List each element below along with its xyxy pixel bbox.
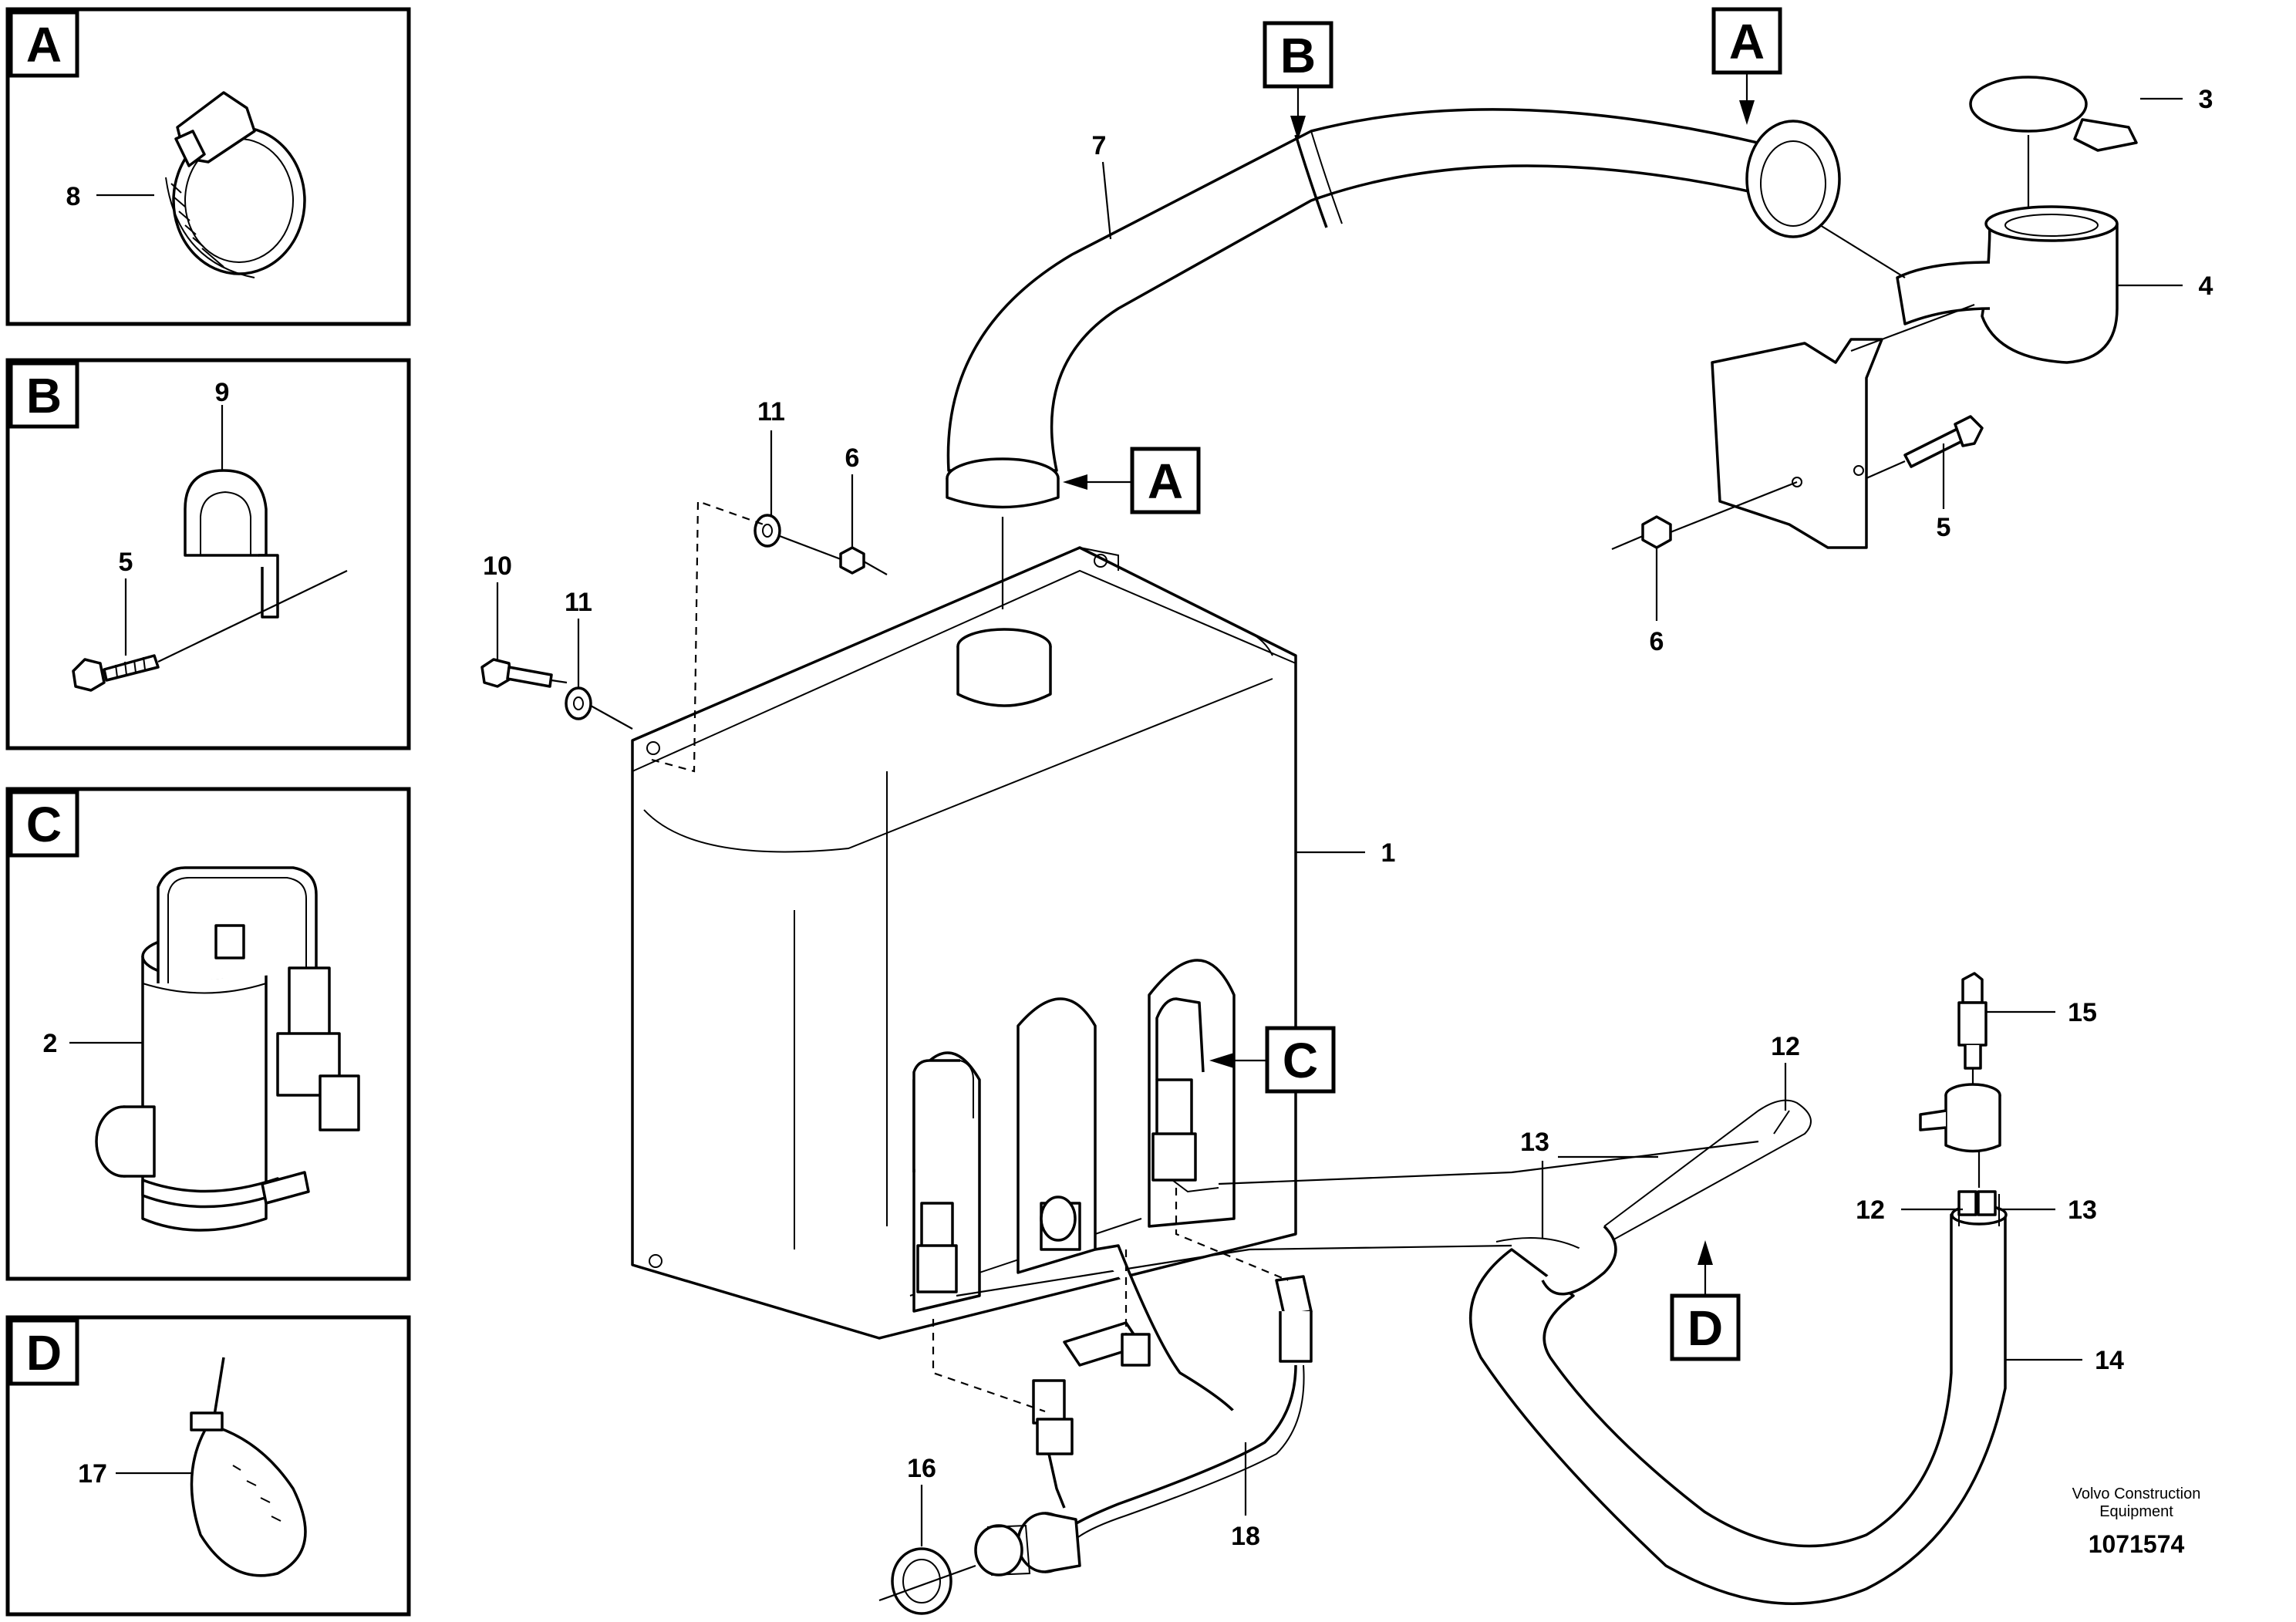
tank-screw <box>480 658 568 688</box>
t-piece <box>1919 1083 2001 1153</box>
callout-6-tank: 6 <box>845 443 860 473</box>
svg-text:B: B <box>1280 28 1316 83</box>
callout-8: 8 <box>66 182 81 211</box>
svg-text:D: D <box>1687 1300 1723 1356</box>
inset-a-letter: A <box>26 17 62 73</box>
tank-washer-left <box>565 686 633 730</box>
tank-pump-left <box>912 1059 1081 1293</box>
credit-line-1: Volvo Construction <box>2072 1485 2201 1502</box>
callout-5-inset: 5 <box>119 548 133 577</box>
callout-11-upper: 11 <box>757 397 785 427</box>
callout-16: 16 <box>907 1454 936 1483</box>
marker-b-top: B <box>1263 21 1333 140</box>
callout-6-bracket: 6 <box>1650 627 1664 656</box>
document-number: 1071574 <box>2089 1530 2185 1558</box>
inset-b-letter: B <box>26 368 62 423</box>
tank-pump-right <box>1151 997 1219 1193</box>
tank-nut <box>779 534 888 575</box>
inset-panel-a: A 8 <box>5 7 411 326</box>
tank-bolt-axis <box>651 500 764 773</box>
callout-14: 14 <box>2095 1346 2124 1375</box>
callout-5: 5 <box>1937 513 1951 542</box>
hose-clamp-drawing <box>165 91 306 278</box>
callout-9: 9 <box>215 378 230 407</box>
svg-text:A: A <box>1148 454 1183 509</box>
tube-upper <box>1218 1140 1759 1185</box>
filler-hose <box>946 108 1841 609</box>
callout-13-lower: 13 <box>2068 1195 2097 1225</box>
harness-axis-left <box>932 1319 1046 1413</box>
callout-7: 7 <box>1092 131 1107 160</box>
hose-clip-drawing <box>72 469 348 692</box>
callout-17: 17 <box>78 1459 107 1489</box>
harness-axis-right <box>1175 1188 1289 1282</box>
svg-text:A: A <box>1729 14 1765 69</box>
tube-lower <box>956 1244 1512 1297</box>
inset-d-label-box <box>8 1318 79 1386</box>
inset-c-letter: C <box>26 797 62 852</box>
protect-hose-upper <box>1495 1099 1812 1296</box>
wiring-harness <box>974 1244 1313 1576</box>
washer-tank <box>631 546 1297 1340</box>
callout-2: 2 <box>43 1029 58 1058</box>
callout-12-upper: 12 <box>1771 1032 1800 1061</box>
harness-nut <box>878 1547 976 1615</box>
callout-11-left: 11 <box>565 588 592 617</box>
inset-b-label-box <box>8 361 79 429</box>
marker-a-tank: A <box>1063 447 1201 514</box>
marker-c-pump: C <box>1209 1026 1336 1094</box>
filler-cap <box>1969 76 2138 208</box>
callout-10: 10 <box>483 551 512 581</box>
inset-panel-b: B 9 5 <box>5 358 411 750</box>
filler-neck <box>1819 205 2119 364</box>
callout-12-lower: 12 <box>1856 1195 1885 1225</box>
callout-1: 1 <box>1381 838 1396 868</box>
callout-15: 15 <box>2068 998 2097 1027</box>
callout-13-upper: 13 <box>1520 1128 1549 1157</box>
tank-washer-upper <box>754 514 781 548</box>
callout-3: 3 <box>2199 85 2213 114</box>
inset-panel-d: D 17 <box>5 1315 411 1617</box>
bracket-screw <box>1866 415 1984 480</box>
protect-hose-d <box>1468 1118 2008 1605</box>
inset-a-label-box <box>8 10 79 78</box>
callout-4: 4 <box>2199 271 2213 301</box>
callout-18: 18 <box>1231 1522 1260 1551</box>
cable-tie-drawing <box>190 1357 307 1577</box>
marker-a-top: A <box>1711 7 1782 125</box>
filler-bracket <box>1711 303 1975 549</box>
svg-text:C: C <box>1283 1033 1318 1088</box>
bracket-nut <box>1611 481 1798 551</box>
credit-line-2: Equipment <box>2099 1503 2173 1520</box>
washer-pump-drawing <box>95 866 360 1232</box>
inset-d-letter: D <box>26 1325 62 1381</box>
nozzle-connector <box>1957 972 1988 1088</box>
inset-panel-c: C 2 <box>5 787 411 1281</box>
inset-c-label-box <box>8 790 79 858</box>
marker-d-hose: D <box>1670 1240 1741 1361</box>
